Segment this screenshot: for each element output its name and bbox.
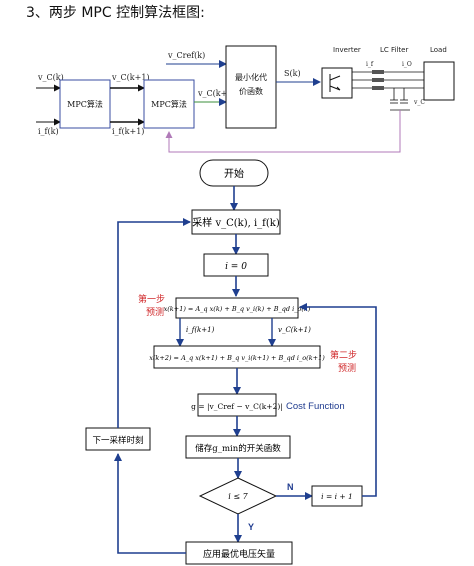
inverter-label: Inverter [333,46,361,54]
inductor-icon [372,70,384,90]
step2-label-2: 预测 [338,363,356,374]
transistor-icon [329,74,341,92]
vc-k1-label: v_C(k+1) [278,326,311,334]
feedback-line [165,110,401,153]
load-box [423,61,455,101]
block-diagram: v_C(k) i_f(k) MPC算法 v_C(k+1) i_f(k+1) MP… [36,45,455,153]
step1-node [175,297,299,319]
cost-fn-line1: 最小化代 [235,72,267,82]
vc-k1-mid-label: v_C(k+1) [197,89,236,98]
cost-function-box [225,45,277,129]
step1-label-2: 预测 [146,307,164,318]
start-label: 开始 [224,167,244,180]
init-label: i = 0 [225,262,247,272]
cost-eq: g = |v_Cref − v_C(k+2)| [191,402,283,411]
sample-node [191,209,281,235]
io-circuit-label: i_O [402,61,412,68]
section-heading: 3、两步 MPC 控制算法框图: [26,5,205,21]
cost-fn-line2: 价函数 [239,86,263,96]
load-label: Load [430,46,447,54]
step1-label-1: 第一步 [138,293,165,305]
mpc2-box [143,79,195,129]
sk-label: S(k) [284,69,301,78]
yes-label: Y [248,522,254,532]
if-k1-label: i_f(k+1) [186,326,215,334]
step2-eq: x(k+2) = A_q x(k+1) + B_q v_i(k+1) + B_q… [149,354,325,362]
arrow-next-sample [117,218,191,428]
decision-label: i ≤ 7 [228,492,248,501]
circuit-wires [352,71,424,89]
vc-k1-top-label: v_C(k+1) [111,73,150,82]
capacitor-icon [390,88,410,111]
if-k1-bottom-label: i_f(k+1) [112,127,144,136]
sample-label: 采样 v_C(k), i_f(k) [192,216,280,229]
arrow-loop-back [299,303,377,497]
next-sample-label: 下一采样时刻 [92,435,143,446]
mpc1-label: MPC算法 [67,99,103,109]
if-k-label: i_f(k) [38,127,59,136]
apply-label: 应用最优电压矢量 [203,548,275,560]
increment-label: i = i + 1 [321,492,353,501]
arrow-apply-next [114,453,186,554]
cost-function-label: Cost Function [286,401,345,412]
vcref-label: v_Cref(k) [167,51,205,60]
no-label: N [287,482,294,492]
vc-circuit-label: v_C [413,99,425,106]
mpc2-label: MPC算法 [151,99,187,109]
vc-k-label: v_C(k) [37,73,64,82]
flowchart: 开始 采样 v_C(k), i_f(k) i = 0 第一步 预测 x(k+1)… [85,159,377,565]
step2-label-1: 第二步 [330,349,357,361]
store-label: 储存g_min的开关函数 [195,443,281,454]
lc-filter-label: LC Filter [380,46,408,54]
if-circuit-label: i_f [366,61,374,68]
mpc1-box [59,79,111,129]
inverter-icon [321,67,353,99]
step1-eq: x(k+1) = A_q x(k) + B_q v_i(k) + B_qd i_… [164,305,311,313]
